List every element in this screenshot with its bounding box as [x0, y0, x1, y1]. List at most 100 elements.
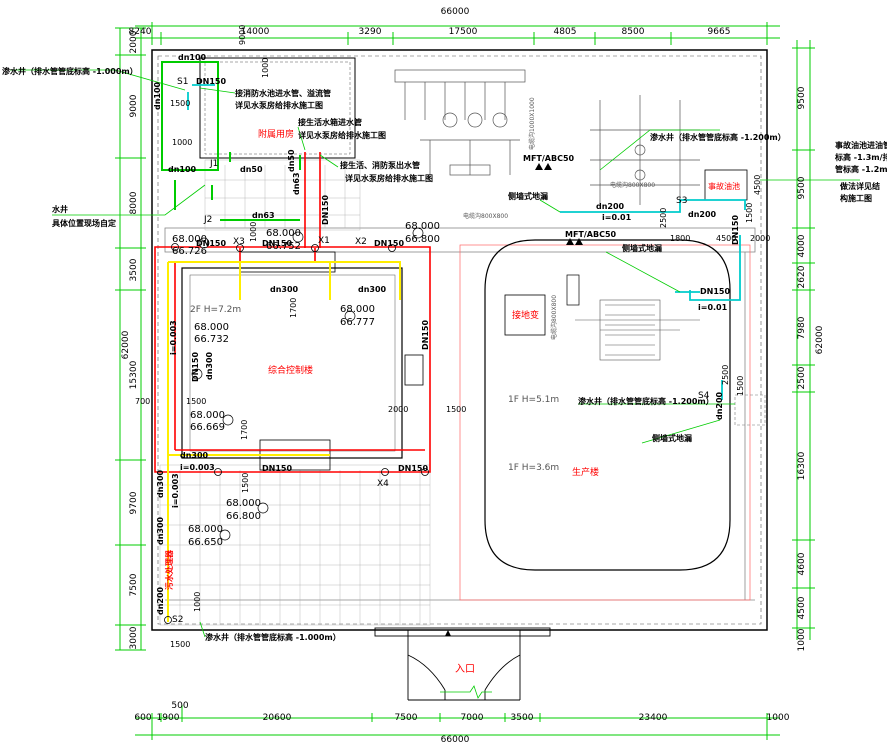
dim-bot-3: 7500 [395, 713, 418, 723]
num-1500-c: 1500 [186, 397, 206, 406]
well-7-invert: 66.650 [188, 537, 223, 548]
dim-bot-extra: 500 [171, 701, 188, 711]
note-fire-pipe-1: 接消防水池进水管、溢流管 [235, 88, 331, 98]
pipe-dn100-a: dn100 [178, 53, 207, 62]
rain-pipes [187, 84, 746, 400]
switchyard-equipment [394, 69, 700, 205]
dim-top-5: 8500 [622, 27, 645, 37]
well-2-invert: 66.777 [340, 317, 375, 328]
point-x4: X4 [377, 479, 389, 489]
floor-prod-a: 1F H=5.1m [508, 395, 559, 405]
note-bury-3: 侧墙式地漏 [652, 433, 692, 443]
dim-left-4: 15300 [129, 360, 139, 389]
well-circles [191, 227, 424, 541]
dim-bot-6: 23400 [639, 713, 668, 723]
fire-pipes [154, 152, 431, 473]
sewer-pipes [167, 261, 401, 622]
dim-top-2: 3290 [359, 27, 382, 37]
dim-left-3: 3500 [129, 258, 139, 281]
num-1000-c: 1000 [249, 222, 258, 242]
pipe-dn200-s4: dn200 [715, 391, 724, 420]
dim-top-6: 9665 [708, 27, 731, 37]
dim-right-0: 9500 [797, 86, 807, 109]
note-well-2: 具体位置现场自定 [52, 218, 116, 228]
well-2-ground: 68.000 [340, 304, 375, 315]
well-8-ground: 68.000 [226, 498, 261, 509]
note-mft-b: MFT/ABC50 [565, 230, 617, 239]
num-1500-g: 1500 [745, 203, 754, 223]
pipe-dn200-s2: dn200 [156, 586, 165, 615]
note-accident-4: 做法详见结 [839, 181, 880, 191]
dim-left-5: 9700 [129, 491, 139, 514]
num-1500-a: 1500 [170, 99, 190, 108]
trench-d: 电缆沟800X800 [550, 295, 558, 340]
well-6-ground: 68.000 [172, 234, 207, 245]
dim-right-total: 62000 [815, 325, 825, 354]
dim-right-2: 4000 [797, 234, 807, 257]
note-seep-bottom: 渗水井（排水管管底标高 -1.000m） [205, 632, 341, 642]
well-4-ground: 68.000 [194, 322, 229, 333]
num-1500-d: 1500 [241, 473, 250, 493]
well-5-invert: 66.669 [190, 422, 225, 433]
well-4-invert: 66.732 [194, 334, 229, 345]
pipe-labels: dn100 dn100 dn100 DN150 dn50 dn50 dn63 d… [153, 53, 740, 615]
num-2000: 2000 [388, 405, 408, 414]
note-seep-mid: 渗水井（排水管管底标高 -1.200m） [578, 396, 714, 406]
manhole-s2: S2 [172, 615, 183, 625]
note-well-1: 水井 [51, 204, 68, 214]
dim-right-9: 1000 [797, 628, 807, 651]
production-building [484, 239, 731, 571]
note-seep-right: 渗水井（排水管管底标高 -1.200m） [650, 132, 786, 142]
point-x3: X3 [233, 237, 245, 247]
num-2500-b: 2500 [721, 365, 730, 385]
note-sewage: 污水处理器 [164, 549, 174, 590]
well-6-invert: 66.726 [172, 246, 207, 257]
dim-top-total: 66000 [441, 7, 470, 17]
manhole-s1: S1 [177, 77, 188, 87]
pipe-dn200-s3: dn200 [688, 210, 717, 219]
trench-b: 电缆沟800X800 [463, 212, 508, 220]
dim-left-1: 9000 [129, 94, 139, 117]
num-4500-b: 4500 [753, 175, 762, 195]
num-700: 700 [135, 397, 150, 406]
drain-pipes [161, 61, 301, 221]
pipe-dn300-left: dn300 [205, 351, 214, 380]
pipe-dn150-top-a: DN150 [196, 239, 226, 248]
pipe-dn150-bot-b: DN150 [398, 464, 428, 473]
dim-bot-0: 600 [134, 713, 151, 723]
num-1000-b: 1000 [172, 138, 192, 147]
well-3-invert: 66.752 [266, 241, 301, 252]
entrance-label: 入口 [455, 664, 475, 675]
dim-bot-1: 1900 [157, 713, 180, 723]
label-j1: J1 [209, 159, 218, 169]
pipe-dn100-b: dn100 [168, 165, 197, 174]
well-elevations: 68.000 66.800 68.000 66.777 68.000 66.75… [172, 221, 440, 548]
num-1800: 1800 [670, 234, 690, 243]
slope-right: i=0.01 [698, 303, 728, 312]
dimension-lines [115, 22, 815, 740]
note-accident-1: 事故油池进油管 [835, 140, 887, 150]
label-j2: J2 [203, 215, 212, 225]
pipe-dn63-b: dn63 [292, 172, 301, 195]
dim-bot-total: 66000 [441, 735, 470, 745]
dim-right-6: 16300 [797, 451, 807, 480]
slope-left: i=0.003 [169, 320, 178, 355]
well-3-ground: 68.000 [266, 228, 301, 239]
manhole-s4: S4 [698, 391, 710, 401]
dim-left-7: 3000 [129, 626, 139, 649]
control-building-label: 综合控制楼 [268, 364, 313, 376]
dimension-text: 66000 8240 14000 3290 17500 4805 8500 96… [121, 7, 825, 745]
well-7-ground: 68.000 [188, 524, 223, 535]
pipe-dn50-b: dn50 [287, 149, 296, 172]
manhole-s3: S3 [676, 196, 687, 206]
entrance-arrow-icon [445, 630, 451, 636]
slope-lower-left: i=0.003 [171, 473, 180, 508]
well-5-ground: 68.000 [190, 410, 225, 421]
control-building [181, 251, 424, 471]
paved-area [159, 159, 431, 626]
num-4500-a: 4500 [716, 234, 736, 243]
dim-left-0: 2000 [129, 30, 139, 53]
num-2500-a: 2500 [659, 208, 668, 228]
